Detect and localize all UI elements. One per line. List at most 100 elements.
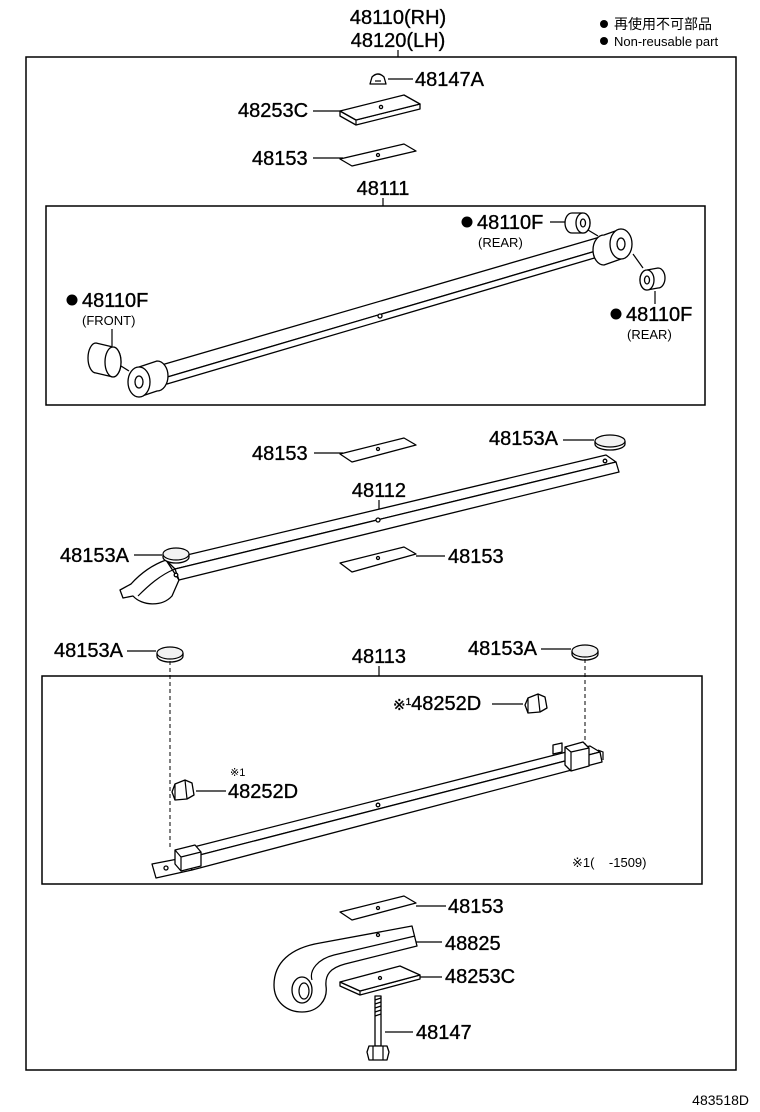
label-shim-48153-bottom[interactable]: 48153 xyxy=(448,896,504,918)
label-leaf-48112[interactable]: 48112 xyxy=(352,480,406,502)
bolt-thread xyxy=(374,997,382,1017)
spring-eye-hole-inner xyxy=(298,982,310,1000)
leaf-3-clip-left-edges xyxy=(174,849,202,871)
alignment-line-front xyxy=(120,365,130,372)
leaf-3-front-face xyxy=(187,751,603,871)
bushing-face xyxy=(104,346,122,378)
leaf-2-end-hole xyxy=(602,458,608,464)
non-reusable-mark-icon xyxy=(600,37,608,45)
clip-48252D-lower xyxy=(171,779,195,801)
footnote-range: ※1( -1509) xyxy=(572,855,646,870)
label-pad-48153A-leaf2-right[interactable]: 48153A xyxy=(489,428,559,450)
bushing-rear-lower xyxy=(639,267,666,291)
shim-hole xyxy=(375,555,381,561)
assembly-frame xyxy=(25,56,737,1071)
leaf-3-center-hole xyxy=(375,802,381,808)
leaf-2-center-hole xyxy=(375,517,381,523)
label-pad-48153A-leaf3-right[interactable]: 48153A xyxy=(468,638,538,660)
shim-hole xyxy=(375,905,381,911)
label-leaf-48113[interactable]: 48113 xyxy=(352,646,406,668)
assembly-number-rh[interactable]: 48110(RH) xyxy=(350,7,447,29)
legend-label-jp: 再使用不可部品 xyxy=(614,16,712,33)
assembly-number-lh[interactable]: 48120(LH) xyxy=(351,30,446,52)
leaf-3-box xyxy=(41,675,703,885)
leaf-1-center-hole xyxy=(377,313,383,319)
shim-48153-leaf2-lower xyxy=(339,546,417,573)
label-pad-48153A-leaf2-left[interactable]: 48153A xyxy=(60,545,130,567)
clip-body xyxy=(524,693,548,714)
clip-body xyxy=(171,779,195,801)
label-bushing-48110F-rear-lower[interactable]: 48110F xyxy=(626,304,693,326)
note-rear-upper: (REAR) xyxy=(478,235,523,250)
alignment-line-rear-upper xyxy=(587,229,599,237)
spring-eye-bolt-hole xyxy=(375,932,381,938)
label-pad-48153A-leaf3-left[interactable]: 48153A xyxy=(54,640,124,662)
bolt-48147 xyxy=(366,995,390,1061)
clip-upper-label-group: ※148252D xyxy=(393,693,481,715)
label-clip-48252D-upper[interactable]: 48252D xyxy=(411,693,481,715)
pad-top xyxy=(156,646,184,660)
note-front: (FRONT) xyxy=(82,313,135,328)
label-shim-48153-top[interactable]: 48153 xyxy=(252,148,308,170)
leaf-2-hook xyxy=(119,559,180,605)
non-reusable-mark-icon xyxy=(461,216,473,228)
label-nut-48147A[interactable]: 48147A xyxy=(415,69,485,91)
label-leaf-48111[interactable]: 48111 xyxy=(356,178,410,200)
non-reusable-mark-icon xyxy=(600,20,608,28)
label-shim-48153-leaf2-upper[interactable]: 48153 xyxy=(252,443,308,465)
bushing-front xyxy=(87,342,122,378)
bushing-rear-upper xyxy=(564,212,591,234)
leaf-3-tab-hole xyxy=(163,865,169,871)
plate-hole xyxy=(377,975,383,981)
leaf-1-top-face xyxy=(157,236,607,379)
pad-leaf3-left xyxy=(156,646,184,663)
leaf-2-hook-edge xyxy=(137,568,176,597)
non-reusable-mark-icon xyxy=(66,294,78,306)
diagram-id: 483518D xyxy=(692,1092,749,1108)
nut-48147A xyxy=(369,73,387,85)
shim-48153-bottom xyxy=(339,895,417,921)
note-ref: 1 xyxy=(406,697,412,708)
leaf-3-right-tab xyxy=(597,749,604,760)
leaf-1-front-eye-hole xyxy=(134,375,144,389)
bolt-head-edges xyxy=(372,1046,384,1060)
label-bolt-48147[interactable]: 48147 xyxy=(416,1022,472,1044)
plate-48253C-lower xyxy=(339,965,421,996)
alignment-line-rear-lower xyxy=(632,253,644,269)
label-bushing-48110F-rear-upper[interactable]: 48110F xyxy=(477,212,544,234)
label-spring-eye-48825[interactable]: 48825 xyxy=(445,933,501,955)
leaf-1-rear-eye-hole xyxy=(616,237,626,251)
leaf-spring-no1 xyxy=(127,228,633,398)
clip-edges xyxy=(174,779,188,800)
label-shim-48153-leaf2-lower[interactable]: 48153 xyxy=(448,546,504,568)
clip-edges xyxy=(527,693,541,713)
leaf-3-clip-right-edges xyxy=(564,746,590,771)
pad-leaf2-left xyxy=(162,547,190,564)
spring-eye-edge xyxy=(310,935,416,981)
note-rear-lower: (REAR) xyxy=(627,327,672,342)
pad-top xyxy=(162,547,190,561)
leaf-2-end-hole xyxy=(173,572,179,578)
pad-leaf3-right xyxy=(571,644,599,661)
note-mark: ※ xyxy=(393,697,406,714)
bushing-hole xyxy=(643,275,651,285)
shim-hole xyxy=(375,152,381,158)
pad-top xyxy=(571,644,599,658)
label-plate-48253C-upper[interactable]: 48253C xyxy=(238,100,308,122)
note-mark-lower: ※1 xyxy=(230,767,245,779)
leaf-1-front-face xyxy=(163,247,609,385)
nut-body xyxy=(369,73,387,85)
leaf-3-bracket-right xyxy=(552,742,563,755)
pad-leaf2-right xyxy=(594,434,626,451)
legend-label-en: Non-reusable part xyxy=(614,34,718,49)
plate-hole xyxy=(378,104,384,110)
label-plate-48253C-lower[interactable]: 48253C xyxy=(445,966,515,988)
leaf-spring-no2 xyxy=(119,454,620,605)
label-clip-48252D-lower[interactable]: 48252D xyxy=(228,781,298,803)
leaf-1-box xyxy=(45,205,706,406)
label-bushing-48110F-front[interactable]: 48110F xyxy=(82,290,149,312)
plate-48253C-upper xyxy=(339,94,421,126)
pad-top xyxy=(594,434,626,448)
bushing-hole xyxy=(579,218,587,228)
